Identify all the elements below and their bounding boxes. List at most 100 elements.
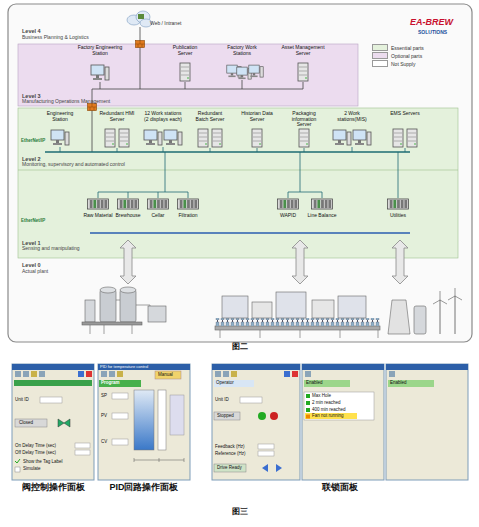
device-label: Cellar bbox=[143, 213, 173, 219]
text-group: Packaging information Server bbox=[285, 111, 323, 128]
level-label: Sensing and manipulating bbox=[22, 246, 80, 252]
level-label: Level 0 bbox=[22, 262, 41, 268]
network-lines bbox=[92, 27, 303, 152]
level-band: Level 1Sensing and manipulatingRaw Mater… bbox=[18, 170, 458, 258]
text-group: 12 Work stations (2 displays each) bbox=[143, 111, 183, 122]
text-group: EMS Servers bbox=[386, 111, 424, 117]
button-label: Stopped bbox=[217, 414, 234, 419]
text-group: Historian Data Server bbox=[238, 111, 276, 122]
text-group: Asset Management Server bbox=[280, 45, 326, 56]
status-label: Operator bbox=[216, 381, 234, 386]
device-label: 12 Work stations (2 displays each) bbox=[143, 111, 183, 122]
network-label: Web / Intranet bbox=[150, 21, 181, 27]
level2-bus bbox=[45, 147, 410, 198]
network-logo: EtherNet/IP bbox=[21, 139, 45, 144]
text-group: 2 Work stations(MIS) bbox=[331, 111, 373, 122]
level-label: Actual plant bbox=[22, 269, 48, 275]
status-label: Program bbox=[101, 381, 120, 386]
device-label: Packaging information Server bbox=[285, 111, 323, 128]
workstation-node: 12 Work stations (2 displays each) bbox=[143, 111, 183, 122]
status-label: Enabled bbox=[306, 381, 323, 386]
workstation-node: Factory Engineering Station bbox=[75, 45, 125, 56]
button-label: Closed bbox=[19, 421, 33, 426]
legend-text: Not Supply bbox=[391, 61, 415, 67]
text-group: 阀控制操作面板 bbox=[12, 483, 94, 493]
legend-text: Essential parts bbox=[391, 45, 424, 51]
controller-node: WAPID bbox=[273, 213, 303, 219]
server-node: EMS Servers bbox=[386, 111, 424, 117]
brewery-plant bbox=[82, 287, 462, 338]
list-item: 400 min reached bbox=[312, 408, 346, 413]
field-label: CV bbox=[101, 440, 107, 445]
text-group: Filtration bbox=[173, 213, 203, 219]
device-label: Filtration bbox=[173, 213, 203, 219]
legend-swatch bbox=[372, 52, 388, 59]
legend-text: Optional parts bbox=[391, 53, 422, 59]
list-item: Fan not running bbox=[312, 414, 344, 419]
text-group: 联锁面板 bbox=[212, 483, 468, 493]
field-label: SP bbox=[101, 394, 107, 399]
device-label: Brewhouse bbox=[113, 213, 143, 219]
device-label: Factory Engineering Station bbox=[75, 45, 125, 56]
text-group: Raw Material bbox=[83, 213, 113, 219]
legend-entry: Not Supply bbox=[372, 60, 415, 67]
level1-bus bbox=[90, 232, 410, 233]
text-group: Level 3Manufacturing Operations Manageme… bbox=[22, 93, 110, 105]
field-label: Off Delay Time (sec) bbox=[15, 451, 56, 456]
double-arrow bbox=[120, 240, 408, 284]
device-label: Redundant HMI Server bbox=[98, 111, 136, 122]
valve-faceplate-screenshot bbox=[12, 364, 94, 480]
controller-node: Raw Material bbox=[83, 213, 113, 219]
device-label: Engineering Station bbox=[41, 111, 79, 122]
workstation-node: Engineering Station bbox=[41, 111, 79, 122]
logo-text: EA-BREW bbox=[410, 18, 453, 28]
pid-faceplate-screenshot bbox=[98, 364, 190, 480]
button-label: Drive Ready bbox=[217, 466, 242, 471]
device-label: Publication Server bbox=[165, 45, 205, 56]
controller-node: Cellar bbox=[143, 213, 173, 219]
legend-entry: Essential parts bbox=[372, 44, 424, 51]
text-group: Redundant Batch Server bbox=[191, 111, 229, 122]
text-group: Publication Server bbox=[165, 45, 205, 56]
device-label: Redundant Batch Server bbox=[191, 111, 229, 122]
controller-node: Filtration bbox=[173, 213, 203, 219]
field-label: PV bbox=[101, 414, 107, 419]
text-group: Redundant HMI Server bbox=[98, 111, 136, 122]
device-label: Utilities bbox=[383, 213, 413, 219]
field-label: Unit ID bbox=[215, 398, 229, 403]
device-label: EMS Servers bbox=[386, 111, 424, 117]
text-group: WAPID bbox=[273, 213, 303, 219]
controller-node: Utilities bbox=[383, 213, 413, 219]
screenshot-panel: 联锁面板 bbox=[212, 364, 468, 498]
device-label: WAPID bbox=[273, 213, 303, 219]
text-group: Level 2Monitoring, supervisory and autom… bbox=[22, 156, 125, 168]
level-band: Level 2Monitoring, supervisory and autom… bbox=[18, 108, 458, 170]
level-band: Level 3Manufacturing Operations Manageme… bbox=[18, 44, 358, 106]
level-label: Monitoring, supervisory and automated co… bbox=[22, 162, 125, 168]
device-label: 2 Work stations(MIS) bbox=[331, 111, 373, 122]
status-label: Enabled bbox=[390, 381, 407, 386]
server-node: Redundant HMI Server bbox=[98, 111, 136, 122]
server-node: Historian Data Server bbox=[238, 111, 276, 122]
level-label: Manufacturing Operations Management bbox=[22, 99, 110, 105]
list-item: Max Hole bbox=[312, 394, 331, 399]
text-group: Line Balance bbox=[306, 213, 338, 219]
workstation-node: Factory Work Stations bbox=[222, 45, 262, 56]
server-node: Asset Management Server bbox=[280, 45, 326, 56]
interlock-faceplate-screenshot bbox=[212, 364, 468, 480]
level-label: Business Planning & Logistics bbox=[22, 35, 89, 41]
option-label: Show the Tag Label bbox=[23, 460, 62, 465]
field-label: On Delay Time (sec) bbox=[15, 444, 56, 449]
figure-caption: 图三 bbox=[232, 508, 248, 517]
list-item: 2 min reached bbox=[312, 401, 341, 406]
legend-swatch bbox=[372, 44, 388, 51]
device-label: Raw Material bbox=[83, 213, 113, 219]
panel-caption: 联锁面板 bbox=[212, 483, 468, 493]
device-label: Factory Work Stations bbox=[222, 45, 262, 56]
panel-caption: PID回路操作面板 bbox=[98, 483, 190, 493]
device-label: Asset Management Server bbox=[280, 45, 326, 56]
text-group: Cellar bbox=[143, 213, 173, 219]
level-label: Level 4 bbox=[22, 28, 41, 34]
controller-node: Brewhouse bbox=[113, 213, 143, 219]
text-group: Utilities bbox=[383, 213, 413, 219]
